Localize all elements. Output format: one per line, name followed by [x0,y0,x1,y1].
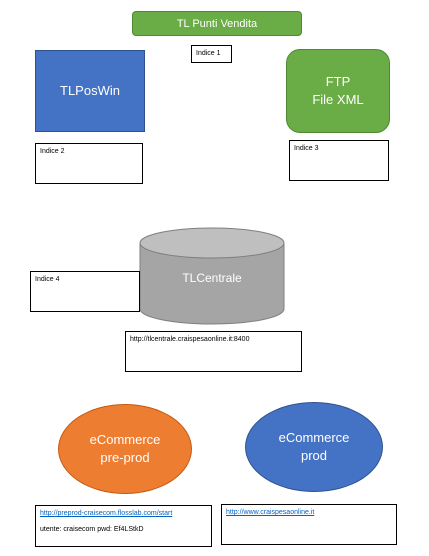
tlcentrale-label: TLCentrale [182,271,242,285]
ecommerce-prod-node: eCommerce prod [245,402,383,492]
ecommerce-prod-info-box: http://www.craispesaonline.it [221,504,397,545]
ecommerce-preprod-env-label: pre-prod [100,450,150,465]
tlposwin-node: TLPosWin [35,50,145,132]
tlcentrale-database-icon [139,227,285,325]
indice-2-label: Indice 2 [40,148,65,155]
ecommerce-preprod-info-box: http://preprod-craisecom.flosslab.com/st… [35,505,212,547]
indice-3-box: Indice 3 [289,140,389,181]
indice-3-label: Indice 3 [294,145,319,152]
ecommerce-preprod-link[interactable]: http://preprod-craisecom.flosslab.com/st… [40,510,173,517]
tlcentrale-url-box: http://tlcentrale.craispesaonline.it:840… [125,331,302,372]
ecommerce-preprod-label: eCommerce [89,431,161,447]
ftp-node: FTP File XML [286,49,390,133]
tlcentrale-url: http://tlcentrale.craispesaonline.it:840… [130,336,250,343]
indice-1-box: Indice 1 [191,45,232,63]
ecommerce-preprod-credentials: utente: craisecom pwd: Ef4LStkD [40,525,144,533]
indice-4-box: Indice 4 [30,271,140,312]
tlposwin-label: TLPosWin [60,82,120,98]
ecommerce-prod-label: eCommerce [278,429,350,445]
indice-1-label: Indice 1 [196,50,221,57]
ecommerce-prod-link[interactable]: http://www.craispesaonline.it [226,509,315,516]
ftp-label: FTP [325,73,351,89]
diagram-title: TL Punti Vendita [132,11,302,36]
indice-4-label: Indice 4 [35,276,60,283]
indice-2-box: Indice 2 [35,143,143,184]
ecommerce-preprod-node: eCommerce pre-prod [58,404,192,494]
ftp-file-xml-label: File XML [312,92,364,107]
ecommerce-prod-env-label: prod [300,448,328,463]
